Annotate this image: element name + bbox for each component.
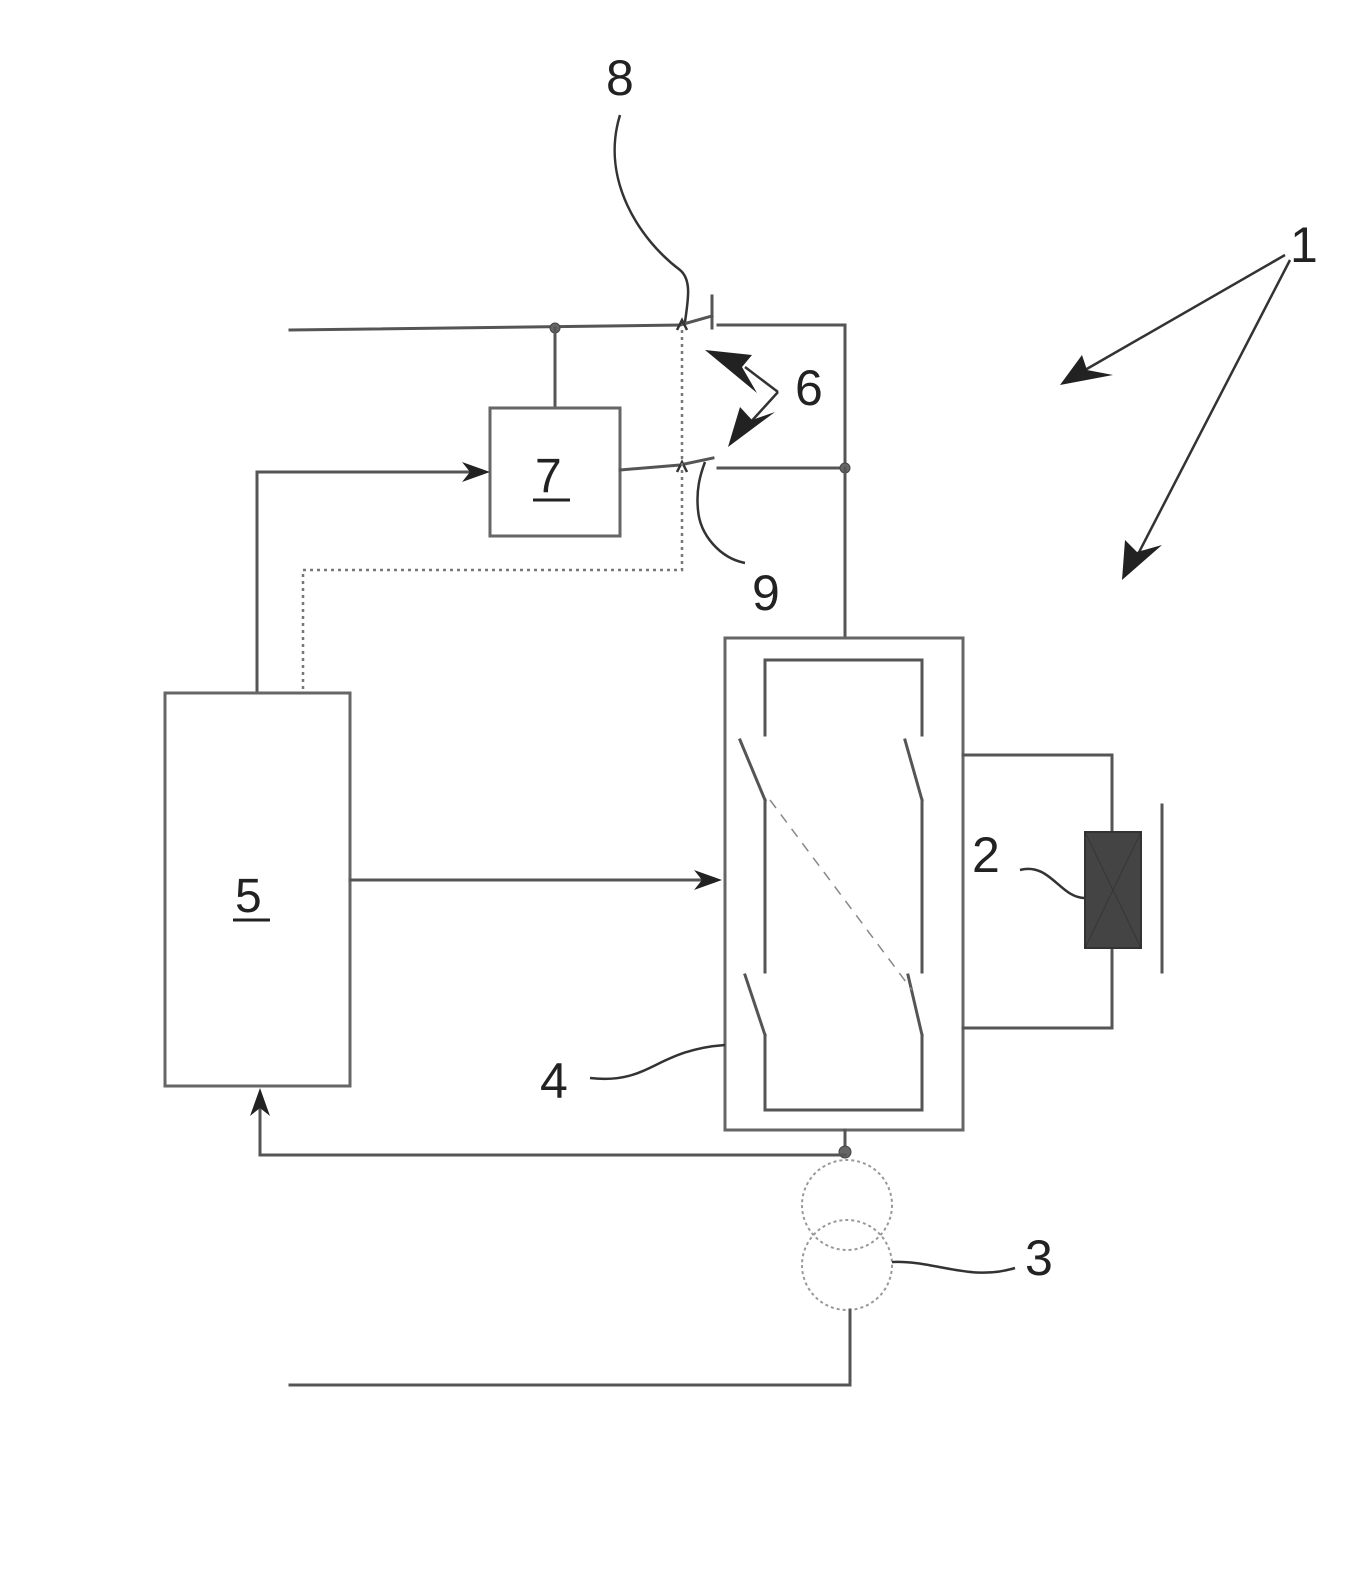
- reference-9: 9: [697, 462, 779, 621]
- reference-2: 2: [972, 827, 1085, 898]
- label-8: 8: [606, 50, 634, 106]
- control-line-to-converter: [350, 870, 722, 890]
- switch-contact-lower: [620, 458, 850, 640]
- reference-6: 6: [705, 350, 823, 447]
- label-1: 1: [1290, 217, 1318, 273]
- label-9: 9: [752, 565, 780, 621]
- reference-1: 1: [1060, 217, 1318, 580]
- reference-4: 4: [540, 1045, 725, 1109]
- top-supply-line: [290, 323, 680, 408]
- label-4: 4: [540, 1053, 568, 1109]
- controller-5: 5: [165, 693, 350, 1086]
- converter-4: [725, 638, 963, 1130]
- block-7-label: 7: [535, 450, 562, 503]
- block-7: 7: [490, 408, 620, 536]
- reference-3: 3: [892, 1230, 1053, 1286]
- transformer-3: [290, 1160, 892, 1385]
- label-3: 3: [1025, 1230, 1053, 1286]
- label-2: 2: [972, 827, 1000, 883]
- reference-8: 8: [606, 50, 688, 322]
- controller-5-label: 5: [235, 870, 262, 923]
- control-line-to-block-7: [257, 462, 490, 693]
- label-6: 6: [795, 360, 823, 416]
- coil-2: [963, 755, 1162, 1028]
